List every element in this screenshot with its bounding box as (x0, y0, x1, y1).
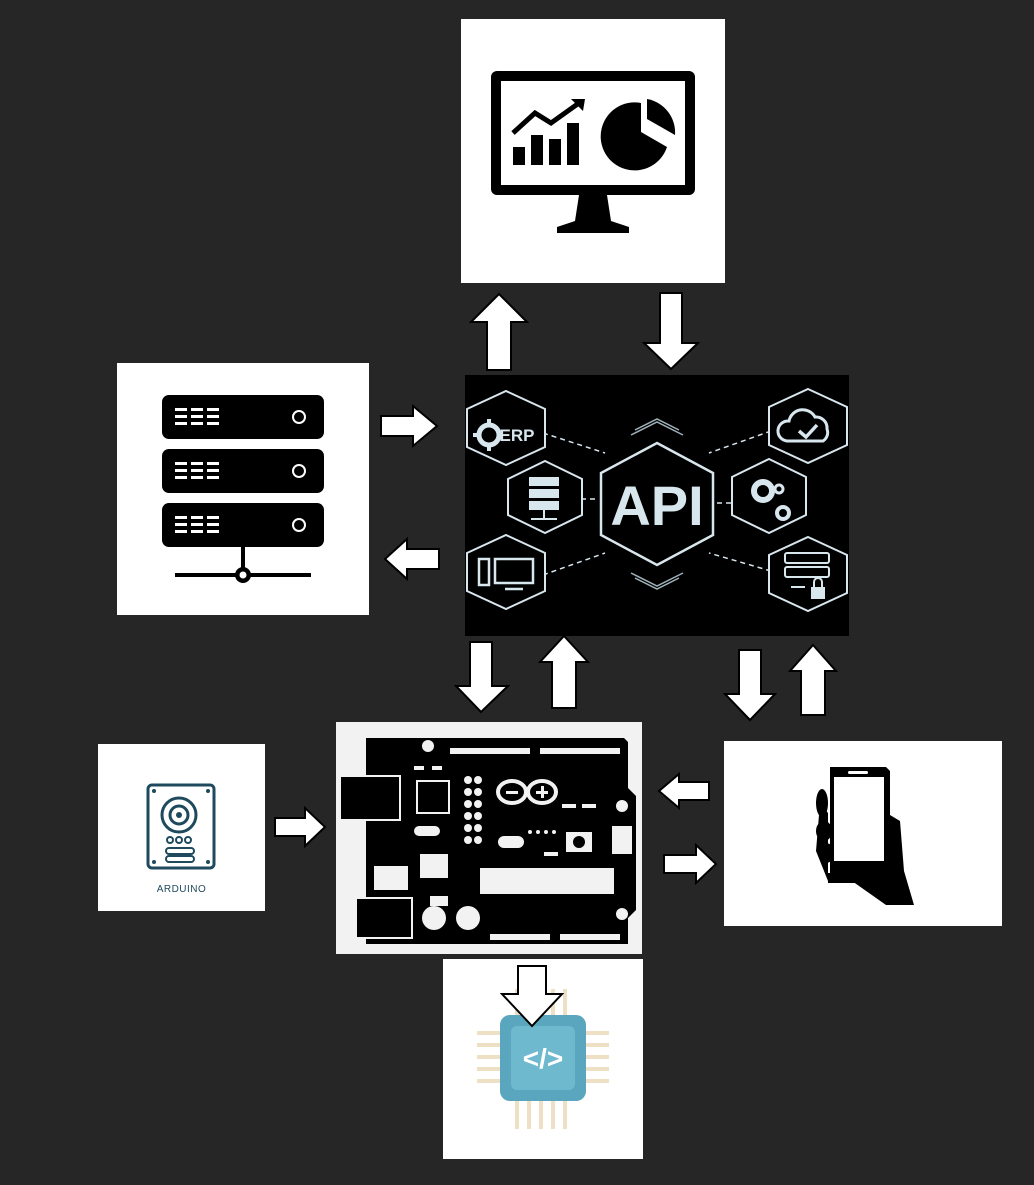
server-icon (529, 477, 559, 520)
sd-card-icon (146, 783, 216, 870)
arrow-api-to-dashboard (469, 292, 529, 371)
server-rack-icon (162, 395, 324, 583)
arrow-dashboard-to-api (642, 292, 700, 371)
secure-server-icon (784, 552, 830, 599)
api-label: API (610, 474, 703, 537)
arrow-arduino-to-phone (663, 843, 718, 885)
arrow-sdcard-to-arduino (274, 806, 327, 848)
arrow-phone-to-arduino (657, 772, 710, 810)
cloud-check-icon (776, 408, 830, 443)
arduino-board-icon (339, 738, 636, 944)
sdcard-node: ARDUINO (98, 744, 265, 911)
sdcard-caption: ARDUINO (156, 884, 207, 895)
erp-label: ERP (500, 426, 535, 445)
arrow-api-to-phone (723, 649, 777, 722)
arrow-api-to-arduino (454, 641, 510, 714)
gear-icon (473, 419, 502, 451)
api-hub-icon: API ERP (466, 387, 848, 613)
arrow-phone-to-api (788, 643, 838, 716)
arrow-server-to-api (380, 404, 439, 448)
arduino-logo (496, 779, 558, 805)
phone-node (724, 741, 1002, 926)
api-node: API ERP (465, 375, 849, 636)
dashboard-node (461, 19, 725, 283)
arrow-api-to-server (383, 537, 440, 581)
computer-icon (477, 557, 535, 591)
microchip-code-icon: </> (477, 989, 609, 1129)
arduino-node (336, 722, 642, 954)
hand-phone-icon (816, 767, 914, 905)
gears-icon (751, 479, 791, 521)
arrow-arduino-to-chip (500, 965, 564, 1028)
server-node (117, 363, 369, 615)
arrow-arduino-to-api (538, 634, 590, 709)
code-symbol: </> (523, 1043, 563, 1074)
monitor-chart-icon (491, 71, 695, 233)
